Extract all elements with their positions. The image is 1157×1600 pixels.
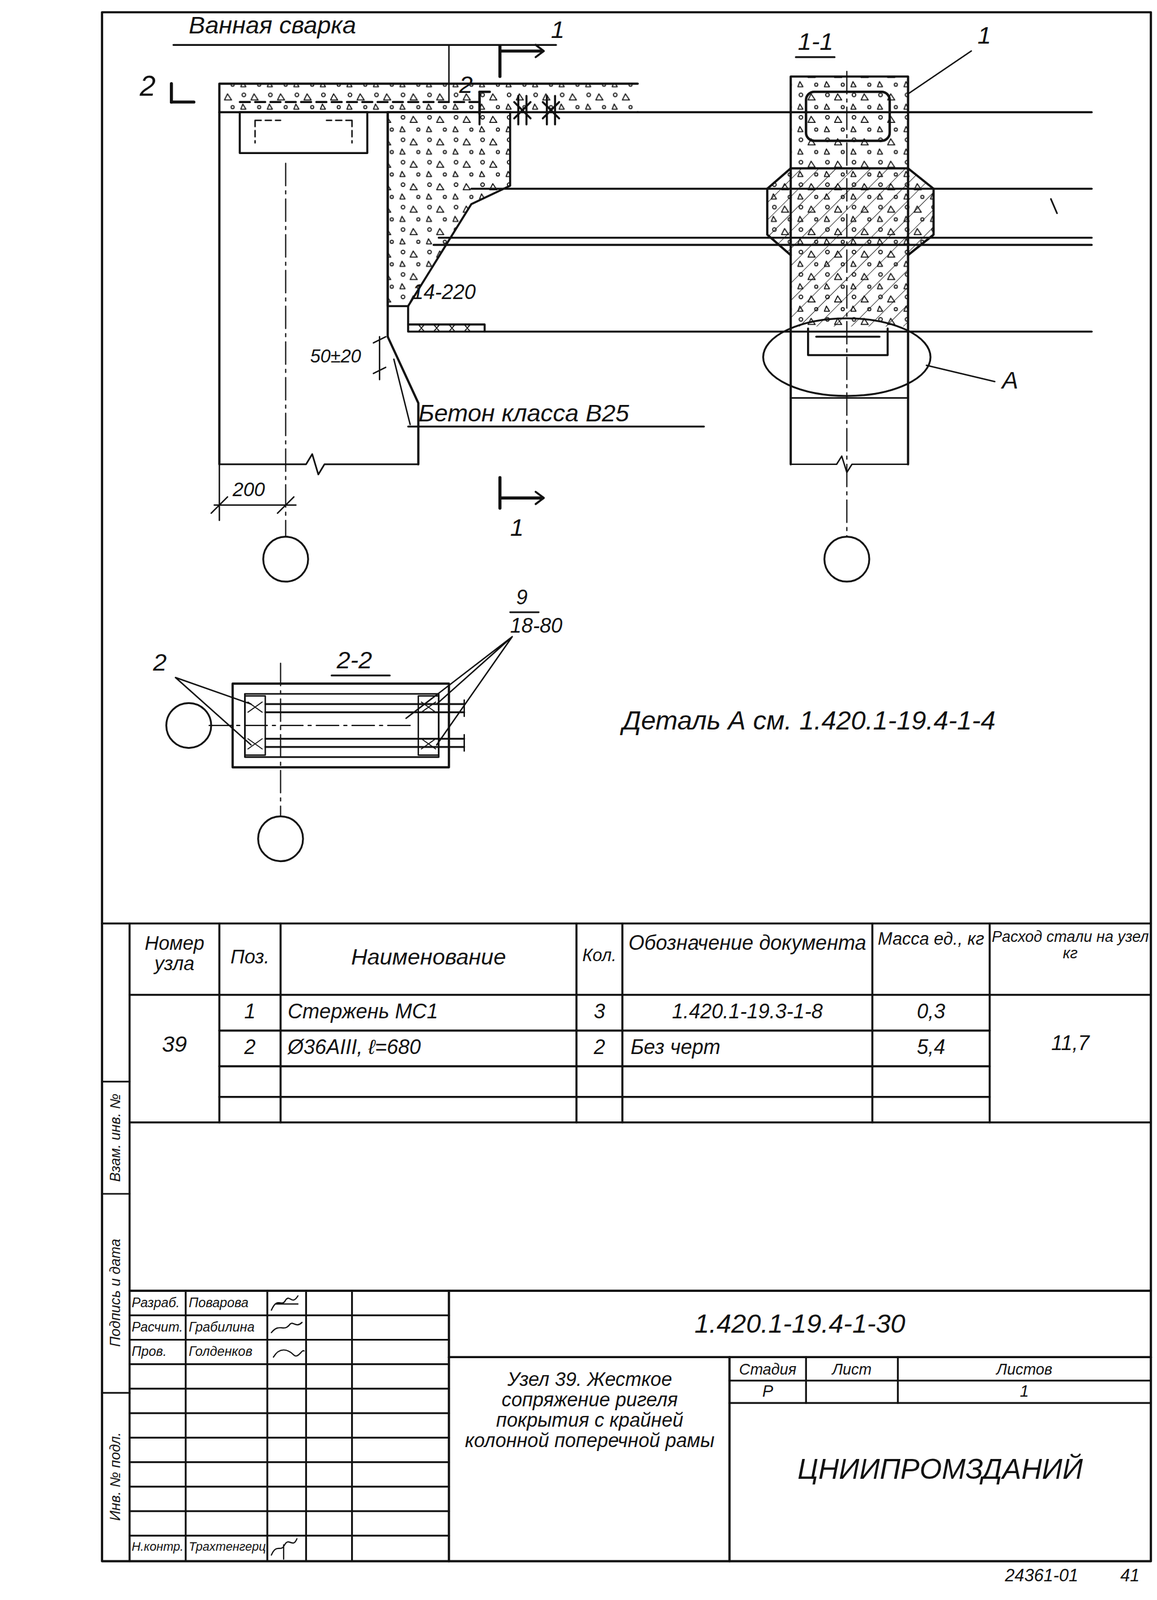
table-cell: 1.420.1-19.3-1-8 [622,1000,873,1023]
section-mark: 1 [510,514,524,540]
note: Деталь А см. 1.420.1-19.4-1-4 [622,707,996,736]
stamp-header: Листов [897,1360,1151,1377]
role-label: Н.контр. [131,1540,184,1554]
table-header: Поз. [219,946,281,968]
section-mark: 2 [459,71,473,97]
role-label: Разраб. [131,1295,180,1310]
note: Бетон класса В25 [418,399,630,426]
section-mark: 2 [139,71,156,102]
sheet-title: Узел 39. Жесткое сопряжение ригеля покры… [453,1369,727,1451]
dimension: 14-220 [412,281,476,303]
organization-name: ЦНИИПРОМЗДАНИЙ [729,1453,1151,1484]
table-cell: 11,7 [989,1032,1152,1054]
signer-name: Трахтенгерц [188,1540,266,1554]
signer-name: Поварова [188,1295,249,1310]
table-cell: 39 [129,1032,220,1057]
note: Ванная сварка [188,12,356,38]
table-cell: 5,4 [872,1036,990,1058]
table-header: Наименование [280,944,576,969]
table-cell: 2 [219,1036,281,1058]
signer-name: Грабилина [188,1320,255,1335]
table-cell: 0,3 [872,1000,990,1023]
callout-letter: А [1001,367,1019,394]
table-header: Обозначение документа [622,932,873,955]
stamp-label: Подпись и дата [107,1238,123,1347]
callout-number: 2 [152,649,167,675]
table-cell: Ø36АIII, ℓ=680 [287,1036,421,1058]
archive-number: 24361-01 [1005,1567,1079,1586]
section-mark: 1 [551,16,565,42]
section-title: 2-2 [336,646,373,673]
signer-name: Голденков [188,1345,253,1360]
dimension: 50±20 [310,347,362,367]
document-code: 1.420.1-19.4-1-30 [449,1309,1152,1338]
stamp-label: Взам. инв. № [107,1093,123,1182]
table-cell: 1 [219,1000,281,1023]
callout-number: 18-80 [510,615,563,637]
callout-number: 1 [977,22,992,49]
stamp-label: Инв. № подл. [107,1432,123,1522]
table-cell: 3 [576,1000,623,1023]
table-cell: 2 [576,1036,623,1058]
section-title: 1-1 [797,28,834,54]
table-header: Масса ед., кг [872,930,990,949]
dimension: 200 [232,479,266,501]
role-label: Пров. [131,1345,167,1360]
table-cell: Без черт [630,1036,721,1058]
table-header: Номер узла [129,933,220,975]
callout-number: 9 [516,586,528,609]
table-cell: Стержень МС1 [287,1000,438,1023]
stamp-header: Лист [805,1360,898,1377]
table-header: Расход стали на узел кг [989,928,1152,961]
stamp-value: 1 [897,1383,1151,1401]
role-label: Расчит. [131,1320,183,1335]
stamp-header: Стадия [729,1360,806,1377]
page-number: 41 [1120,1567,1140,1586]
stamp-value: Р [729,1383,806,1401]
table-header: Кол. [576,946,623,966]
